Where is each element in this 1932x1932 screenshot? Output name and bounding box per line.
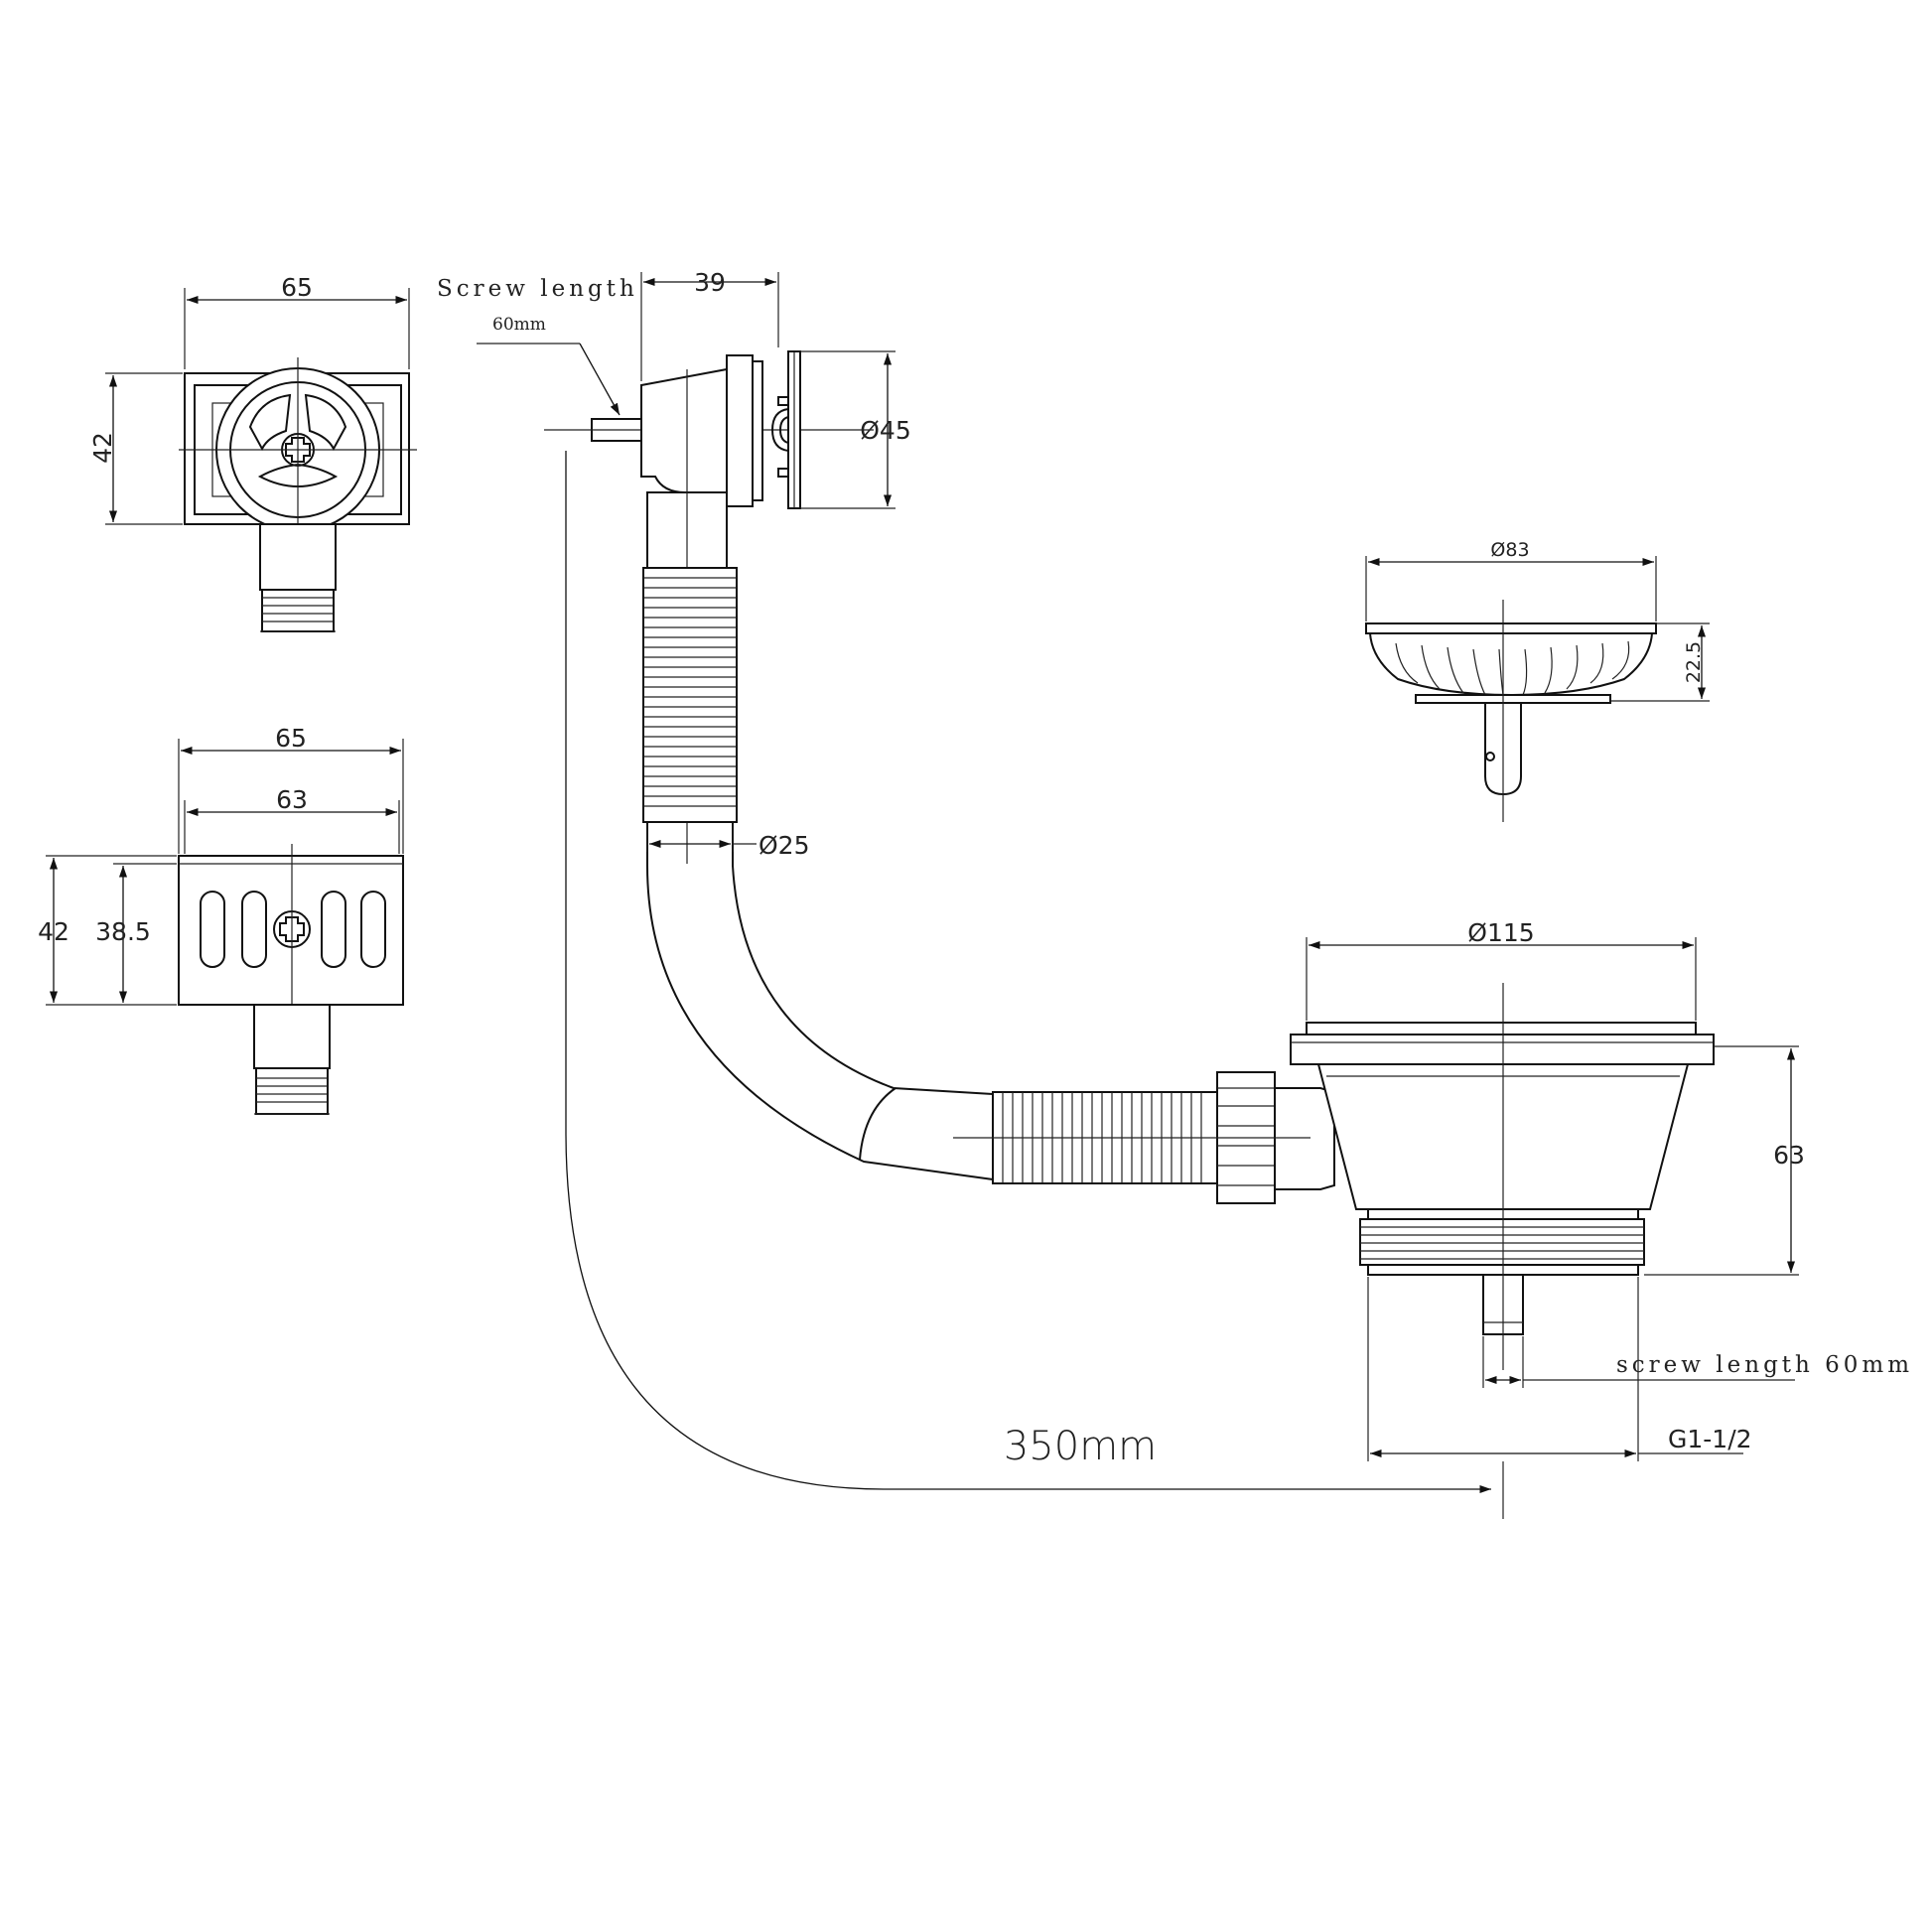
corrugated-hose-vertical [642, 567, 738, 823]
top-view-height-label: 42 [88, 432, 117, 464]
front-view-height-inner-label: 38.5 [95, 917, 151, 946]
waste-height-label: 63 [1773, 1141, 1805, 1170]
basket-diameter-label: Ø83 [1490, 539, 1529, 561]
hose-length-dimension: 350mm [565, 451, 1504, 1519]
hose-diameter-label: Ø25 [759, 831, 810, 860]
front-view-width-inner-label: 63 [276, 785, 308, 814]
overflow-depth-label: 39 [694, 268, 726, 297]
corrugated-hose-horizontal [953, 1071, 1335, 1204]
waste-body: Ø115 63 screw length 60mm G1-1/2 [1290, 918, 1913, 1461]
waste-diameter-label: Ø115 [1467, 918, 1534, 947]
basket-height-label: 22.5 [1683, 641, 1705, 683]
overflow-diameter-label: Ø45 [860, 416, 911, 445]
overflow-top-view: 65 42 [88, 273, 417, 632]
strainer-basket: Ø83 22.5 [1365, 539, 1710, 822]
screw-length-bottom-label: screw length 60mm [1616, 1352, 1913, 1378]
front-view-height-outer-label: 42 [38, 917, 69, 946]
overflow-side-view [544, 350, 874, 864]
front-view-width-outer-label: 65 [275, 724, 307, 753]
overflow-front-view: 65 63 42 38.5 [38, 724, 404, 1115]
hose-bend [646, 822, 994, 1180]
thread-size-label: G1-1/2 [1668, 1425, 1752, 1453]
screw-length-title: Screw length [437, 276, 638, 302]
screw-length-value: 60mm [492, 315, 546, 335]
overflow-side-dimensions: 39 Ø45 Ø25 Screw length 60mm [437, 268, 911, 860]
top-view-width-label: 65 [281, 273, 313, 302]
hose-length-label: 350mm [1004, 1424, 1157, 1469]
